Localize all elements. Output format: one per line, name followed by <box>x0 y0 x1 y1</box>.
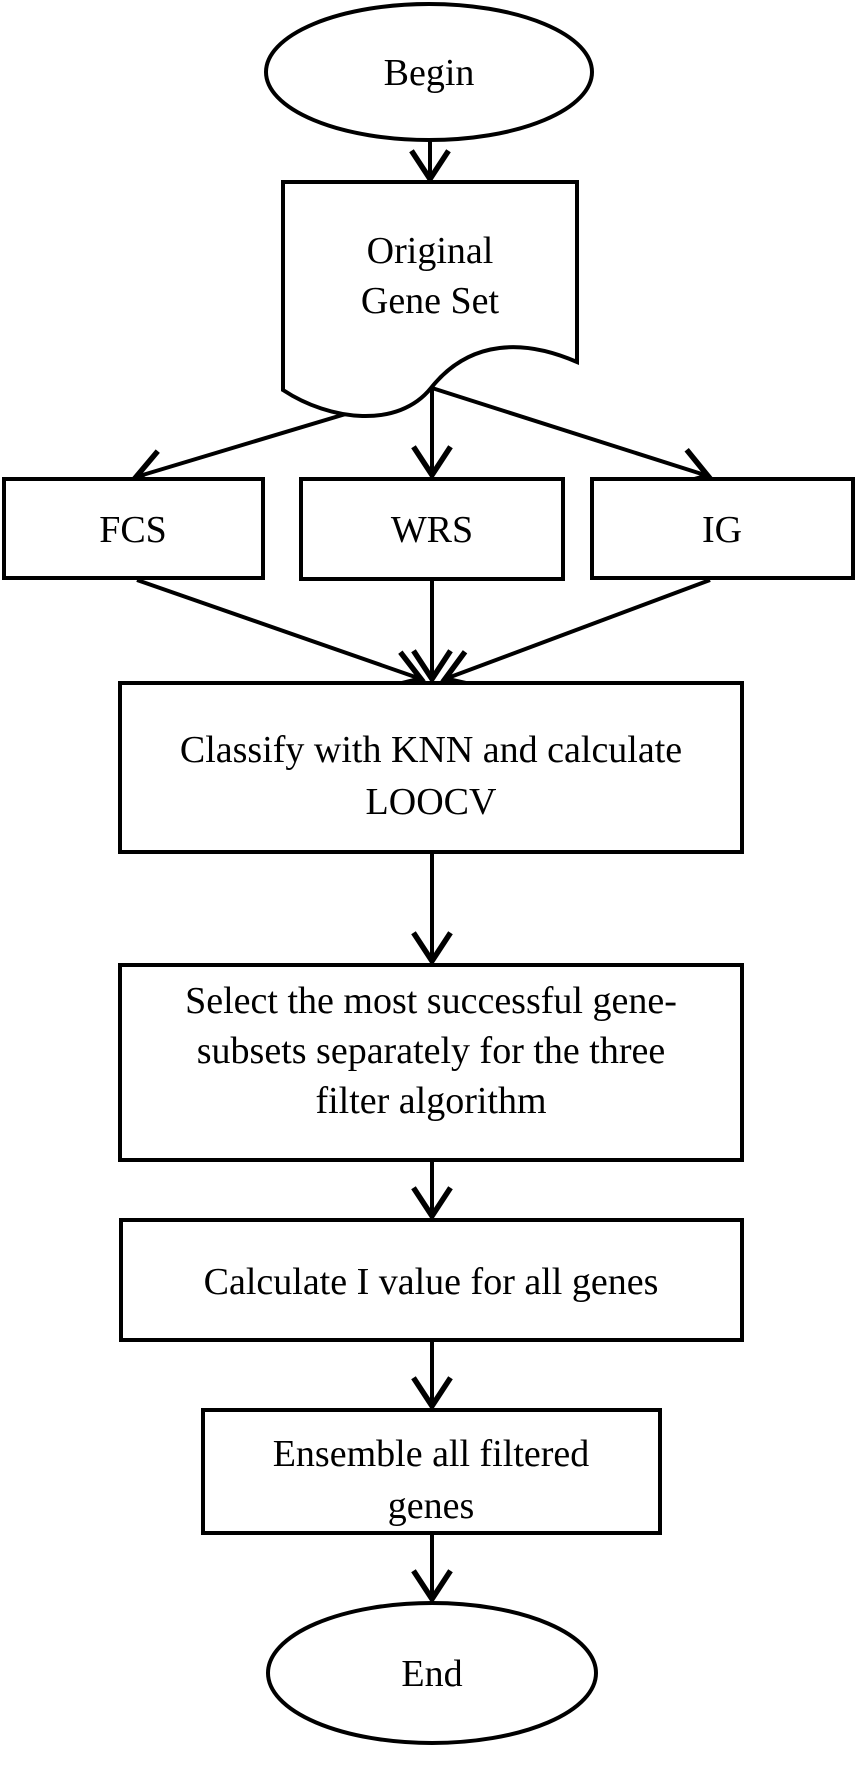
classify-knn-box <box>118 681 744 854</box>
classify-knn-label-line2: LOOCV <box>366 781 497 823</box>
begin-terminator <box>264 2 594 142</box>
original-gene-set-label-line1: Original <box>367 230 494 272</box>
wrs-label: WRS <box>391 509 473 551</box>
ig-label: IG <box>702 509 742 551</box>
select-subsets-label-line2: subsets separately for the three <box>197 1030 666 1072</box>
select-subsets-label-line3: filter algorithm <box>315 1080 546 1122</box>
select-subsets-box <box>118 963 744 1162</box>
ensemble-box <box>201 1408 662 1535</box>
arrow-fcs-to-classify <box>136 578 426 690</box>
classify-knn-label-line1: Classify with KNN and calculate <box>180 729 682 771</box>
wrs-box <box>299 477 565 581</box>
calculate-i-label: Calculate I value for all genes <box>204 1261 659 1303</box>
fcs-label: FCS <box>99 509 167 551</box>
arrow-ig-to-classify <box>440 578 711 690</box>
calculate-i-box <box>119 1218 744 1342</box>
original-gene-set-label-line2: Gene Set <box>361 280 500 322</box>
arrow-document-to-ig <box>431 386 713 488</box>
end-terminator <box>266 1601 598 1745</box>
ensemble-label-line2: genes <box>388 1485 475 1527</box>
ig-box <box>590 477 855 580</box>
original-gene-set-document <box>281 180 579 418</box>
ensemble-label-line1: Ensemble all filtered <box>273 1433 590 1475</box>
fcs-box <box>2 477 265 580</box>
select-subsets-label-line1: Select the most successful gene- <box>185 980 677 1022</box>
end-label: End <box>401 1653 462 1695</box>
begin-label: Begin <box>384 52 475 94</box>
